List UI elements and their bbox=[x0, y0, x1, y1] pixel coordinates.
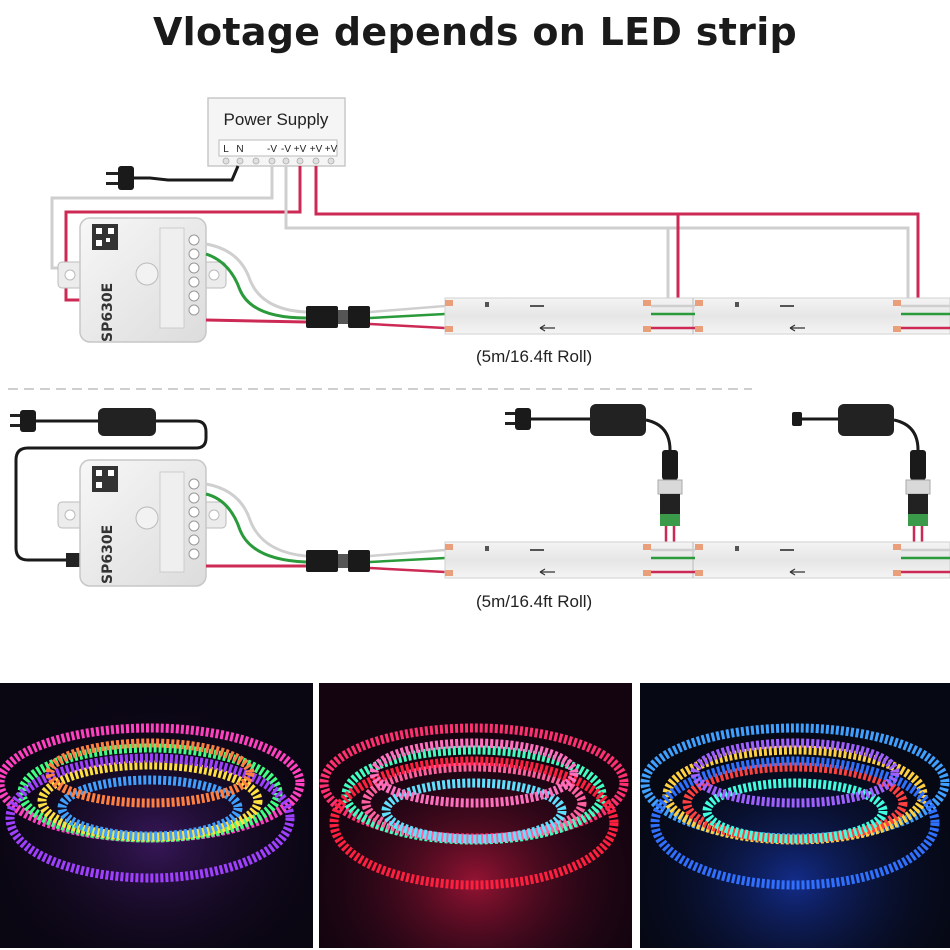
page-title: Vlotage depends on LED strip bbox=[152, 10, 798, 54]
power-adapter-controller bbox=[10, 408, 208, 567]
led-strip-top bbox=[444, 297, 950, 335]
power-supply: Power Supply L N -V -V +V +V +V bbox=[207, 97, 346, 167]
terminal-neg-2: -V bbox=[281, 144, 291, 155]
roll-length-label-bottom: (5m/16.4ft Roll) bbox=[476, 592, 593, 611]
terminal-n: N bbox=[236, 144, 243, 155]
roll-length-label-top: (5m/16.4ft Roll) bbox=[476, 347, 593, 366]
terminal-pos-3: +V bbox=[325, 144, 338, 155]
controller-model-label-2: SP630E bbox=[100, 525, 116, 584]
top-wires bbox=[50, 166, 920, 330]
jst-connector-bottom bbox=[306, 550, 370, 572]
controller-bottom: SP630E bbox=[57, 459, 227, 587]
blue-strip-photo bbox=[640, 683, 950, 948]
power-adapter-injection-2 bbox=[792, 404, 931, 526]
terminal-pos-1: +V bbox=[294, 144, 307, 155]
ac-plug-icon bbox=[106, 165, 240, 190]
pink-strip-photo bbox=[319, 683, 632, 948]
wiring-diagram: Power Supply L N -V -V +V +V +V bbox=[8, 97, 950, 587]
top-output-wires bbox=[205, 242, 307, 324]
bottom-output-wires bbox=[205, 482, 307, 568]
power-supply-label: Power Supply bbox=[224, 110, 329, 129]
controller-model-label: SP630E bbox=[100, 283, 116, 342]
terminal-pos-2: +V bbox=[310, 144, 323, 155]
power-supply-terminals: L N -V -V +V +V +V bbox=[218, 139, 338, 157]
power-adapter-injection-1 bbox=[505, 404, 683, 526]
led-strip-bottom bbox=[444, 541, 950, 579]
terminal-neg-1: -V bbox=[267, 144, 277, 155]
terminal-l: L bbox=[223, 144, 229, 155]
controller-top: SP630E bbox=[57, 217, 227, 343]
jst-connector-top bbox=[306, 306, 370, 328]
rainbow-strip-photo bbox=[0, 683, 313, 948]
